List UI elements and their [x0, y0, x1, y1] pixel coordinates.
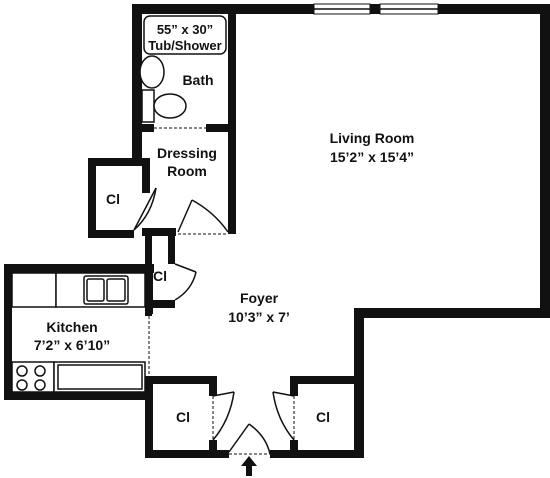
tub-shower-fixture	[143, 15, 227, 55]
walls	[4, 4, 550, 458]
arrow-up-icon	[241, 456, 257, 476]
living-room-label: Living Room	[330, 130, 415, 146]
kitchen-dims: 7’2” x 6’10”	[34, 337, 110, 353]
dressing-room-label-line2: Room	[167, 163, 207, 179]
dressing-room-label-line1: Dressing	[157, 145, 217, 161]
stove-fixture	[11, 361, 55, 393]
closet-center-label: Cl	[153, 268, 167, 284]
living-room-dims: 15’2” x 15’4”	[330, 149, 414, 165]
tub-dims-label: 55” x 30”	[157, 22, 213, 37]
foyer-dims: 10’3” x 7’	[228, 309, 290, 325]
foyer-label: Foyer	[240, 290, 279, 306]
closet-bottom-left-label: Cl	[176, 409, 190, 425]
kitchen-sink-fixture	[83, 275, 129, 305]
closet-bottom-right-label: Cl	[316, 409, 330, 425]
sink-fixture	[141, 89, 187, 123]
bath-label: Bath	[182, 72, 213, 88]
windows	[313, 3, 439, 15]
toilet-fixture	[139, 55, 165, 89]
kitchen-label: Kitchen	[46, 319, 97, 335]
tub-name-label: Tub/Shower	[148, 38, 221, 53]
kitchen-counter-bottom	[53, 361, 146, 393]
closet-left-label: Cl	[106, 191, 120, 207]
door-swings	[133, 187, 295, 455]
